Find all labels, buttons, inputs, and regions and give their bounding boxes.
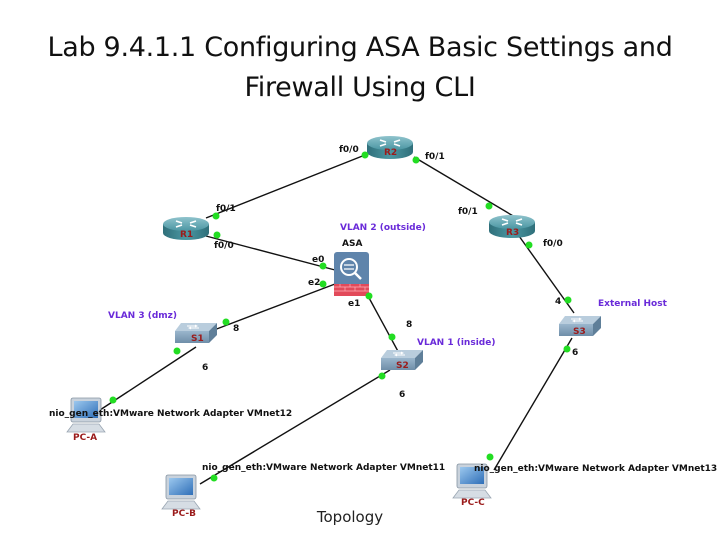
nio-label-pc-a: nio_gen_eth:VMware Network Adapter VMnet… — [49, 409, 292, 419]
pc-b[interactable]: PC-B — [161, 474, 201, 519]
link-s2-pcb[interactable] — [199, 369, 391, 485]
port-dot-r1-f01 — [212, 212, 220, 220]
link-asa-s2[interactable] — [367, 295, 401, 356]
port-label-asa-e2: e2 — [308, 278, 320, 288]
nio-label-pc-c: nio_gen_eth:VMware Network Adapter VMnet… — [474, 464, 717, 474]
device-label-r1: R1 — [180, 230, 193, 240]
port-label-s3-4: 4 — [555, 297, 561, 307]
port-label-r3-f00: f0/0 — [543, 239, 563, 249]
pc-icon — [161, 474, 201, 510]
port-dot-r2-f01 — [412, 156, 420, 164]
port-dot-pcc — [486, 453, 494, 461]
port-label-s2-8: 8 — [406, 320, 412, 330]
port-indicators — [109, 151, 572, 482]
title-line-2: Firewall Using CLI — [244, 72, 476, 103]
device-label-pc-b: PC-B — [172, 509, 196, 519]
device-label-s3: S3 — [573, 327, 586, 337]
port-dot-s3-4 — [564, 296, 572, 304]
zone-label-vlan2-outside: VLAN 2 (outside) — [340, 223, 426, 233]
port-dot-r1-f00 — [213, 231, 221, 239]
zone-label-vlan1-inside: VLAN 1 (inside) — [417, 338, 495, 348]
router-icon — [489, 215, 535, 238]
link-r1-r2[interactable] — [205, 152, 371, 219]
firewall-icon — [334, 252, 369, 296]
device-label-pc-a: PC-A — [73, 433, 97, 443]
router-r3[interactable]: R3 — [489, 215, 535, 238]
link-asa-s1[interactable] — [213, 283, 336, 331]
zone-label-external-host: External Host — [598, 299, 668, 309]
port-dot-pca — [109, 396, 117, 404]
zone-label-vlan3-dmz: VLAN 3 (dmz) — [108, 311, 177, 321]
switch-icon — [559, 316, 601, 336]
port-dot-asa-e1 — [365, 292, 373, 300]
nio-labels: nio_gen_eth:VMware Network Adapter VMnet… — [49, 409, 717, 474]
port-label-r1-f00: f0/0 — [214, 241, 234, 251]
port-label-asa-e0: e0 — [312, 255, 324, 265]
port-dot-r3-f01 — [485, 202, 493, 210]
zone-labels: VLAN 2 (outside) VLAN 3 (dmz) VLAN 1 (in… — [108, 223, 668, 348]
switch-s3[interactable]: S3 — [559, 316, 601, 337]
port-dot-s2-8 — [388, 333, 396, 341]
router-r1[interactable]: R1 — [163, 217, 209, 240]
port-dot-pcb — [210, 474, 218, 482]
port-labels: f0/0 f0/1 f0/1 f0/0 f0/1 f0/0 e0 e2 e1 8… — [202, 145, 578, 400]
port-label-s2-6: 6 — [399, 390, 405, 400]
pc-icon — [452, 463, 492, 499]
port-label-r3-f01: f0/1 — [458, 207, 478, 217]
port-dot-asa-e2 — [319, 280, 327, 288]
port-label-s1-8: 8 — [233, 324, 239, 334]
asa-firewall[interactable]: ASA — [334, 239, 369, 296]
port-dot-s2-6 — [378, 372, 386, 380]
port-label-s1-6: 6 — [202, 363, 208, 373]
device-label-s2: S2 — [396, 361, 409, 371]
nio-label-pc-b: nio_gen_eth:VMware Network Adapter VMnet… — [202, 463, 445, 473]
device-label-s1: S1 — [191, 334, 204, 344]
device-label-asa: ASA — [342, 239, 362, 249]
port-dot-s1-8 — [222, 318, 230, 326]
link-r1-asa[interactable] — [205, 235, 336, 271]
link-s3-pcc[interactable] — [493, 337, 573, 471]
switch-s1[interactable]: S1 — [175, 323, 217, 344]
port-label-r2-f00: f0/0 — [339, 145, 359, 155]
pc-a[interactable]: PC-A — [66, 397, 106, 443]
switch-icon — [381, 350, 423, 370]
link-r2-r3[interactable] — [413, 156, 526, 224]
title-line-1: Lab 9.4.1.1 Configuring ASA Basic Settin… — [47, 32, 673, 63]
router-icon — [367, 136, 413, 159]
router-r2[interactable]: R2 — [367, 136, 413, 159]
router-icon — [163, 217, 209, 240]
pc-icon — [66, 397, 106, 433]
port-label-s3-6: 6 — [572, 348, 578, 358]
port-dot-s1-6 — [173, 347, 181, 355]
port-dot-s3-6 — [563, 345, 571, 353]
device-label-pc-c: PC-C — [461, 498, 485, 508]
diagram-caption: Topology — [316, 508, 384, 526]
switch-icon — [175, 323, 217, 343]
device-label-r3: R3 — [506, 228, 519, 238]
pc-c[interactable]: PC-C — [452, 463, 492, 508]
port-label-r1-f01: f0/1 — [216, 204, 236, 214]
port-dot-r3-f00 — [525, 241, 533, 249]
slide-title: Lab 9.4.1.1 Configuring ASA Basic Settin… — [0, 28, 720, 108]
port-dot-r2-f00 — [361, 151, 369, 159]
port-label-asa-e1: e1 — [348, 299, 360, 309]
device-label-r2: R2 — [384, 148, 397, 158]
port-dot-asa-e0 — [319, 262, 327, 270]
port-label-r2-f01: f0/1 — [425, 152, 445, 162]
switch-s2[interactable]: S2 — [381, 350, 423, 371]
